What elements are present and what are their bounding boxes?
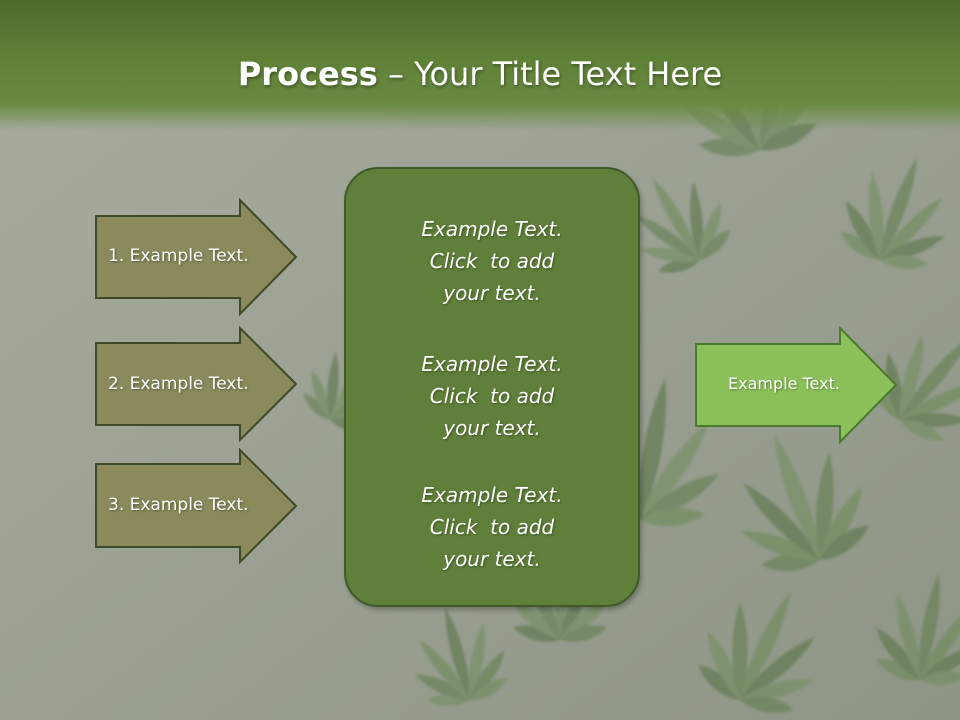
- left-arrow-2[interactable]: [94, 326, 300, 442]
- left-arrow-3[interactable]: [94, 448, 300, 564]
- right-arrow[interactable]: [694, 326, 900, 444]
- center-block-2-line-2: Click to add: [429, 384, 555, 408]
- title-bold-part: Process: [237, 55, 378, 93]
- title-rest-part: – Your Title Text Here: [377, 55, 723, 93]
- title-band: [0, 0, 960, 130]
- center-block-3-line-1: Example Text.: [421, 483, 563, 507]
- center-block-3-line-3: your text.: [443, 547, 541, 571]
- left-arrow-2-label: 2. Example Text.: [108, 374, 249, 394]
- center-block-1-line-1: Example Text.: [421, 217, 563, 241]
- center-text-block-3: Example Text. Click to add your text.: [346, 479, 638, 575]
- center-block-1-line-2: Click to add: [429, 249, 555, 273]
- left-arrow-1-label: 1. Example Text.: [108, 246, 249, 266]
- right-arrow-label: Example Text.: [728, 374, 840, 393]
- center-block-1-line-3: your text.: [443, 281, 541, 305]
- left-arrow-1[interactable]: [94, 198, 300, 316]
- center-block-2-line-3: your text.: [443, 416, 541, 440]
- slide-title[interactable]: Process – Your Title Text Here: [0, 50, 960, 98]
- center-block-2-line-1: Example Text.: [421, 352, 563, 376]
- center-text-block-1: Example Text. Click to add your text.: [346, 213, 638, 309]
- center-text-box[interactable]: Example Text. Click to add your text. Ex…: [344, 167, 640, 607]
- center-text-block-2: Example Text. Click to add your text.: [346, 348, 638, 444]
- center-block-3-line-2: Click to add: [429, 515, 555, 539]
- left-arrow-3-label: 3. Example Text.: [108, 495, 249, 515]
